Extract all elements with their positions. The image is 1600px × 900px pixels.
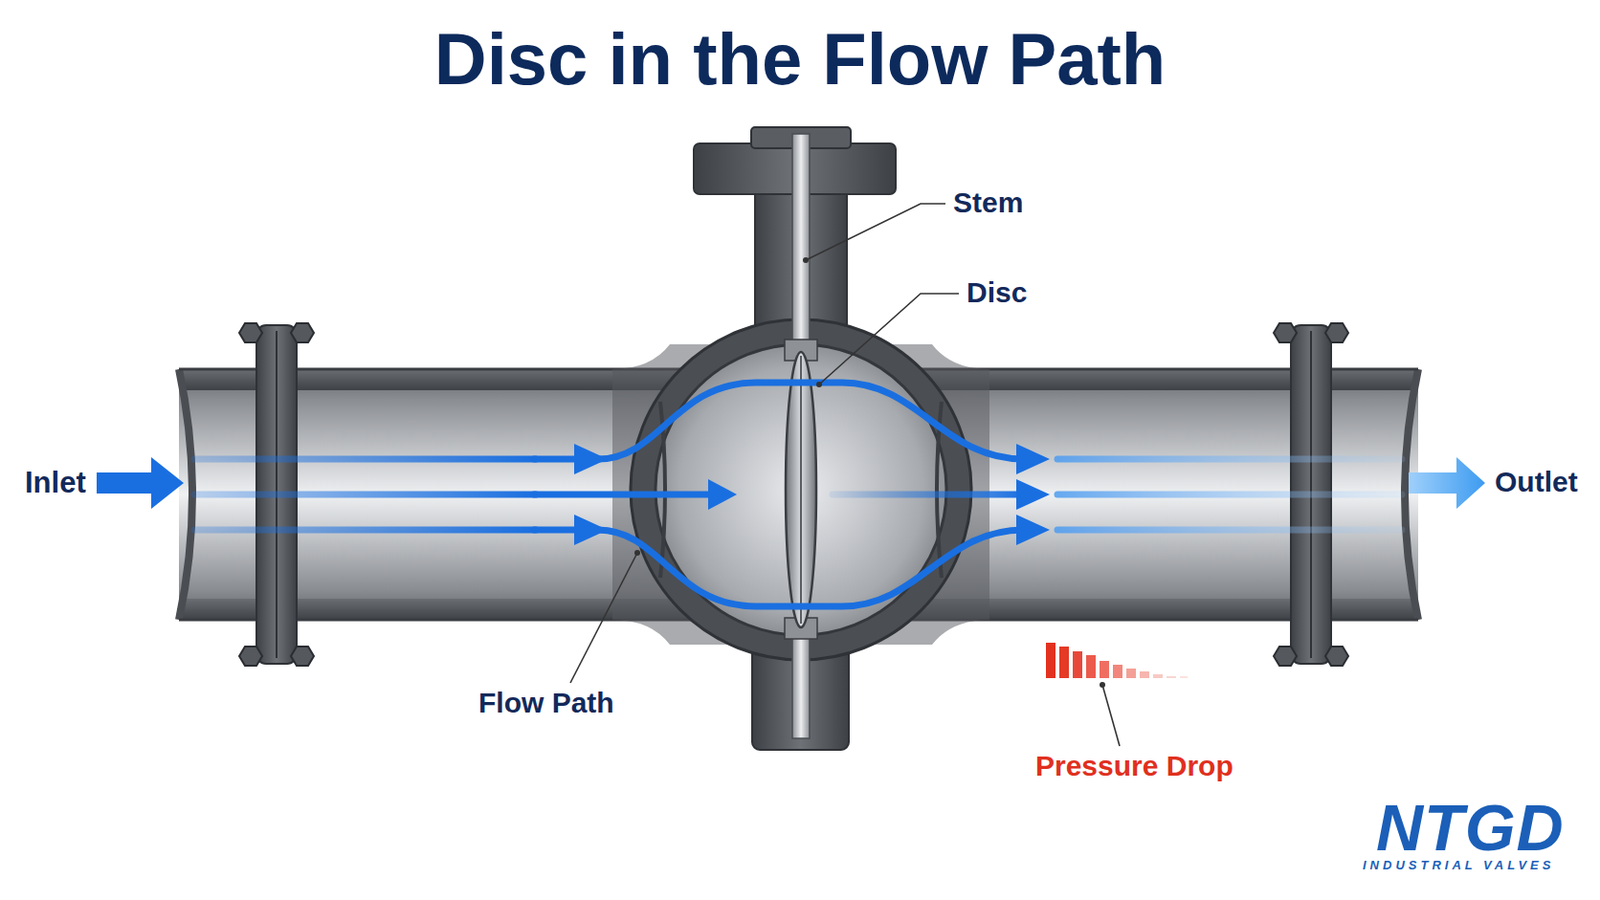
valve-disc xyxy=(785,352,817,628)
pressure-drop-bars xyxy=(1086,655,1096,679)
valve-disc xyxy=(800,355,802,624)
pressure-drop-label: Pressure Drop xyxy=(1035,750,1234,784)
pressure-drop-bars xyxy=(1045,643,1056,679)
flange-bolt xyxy=(1273,646,1297,667)
inlet-arrow xyxy=(96,457,184,510)
valve-stem xyxy=(792,133,810,356)
valve-body xyxy=(612,127,990,751)
pressure-drop-bars xyxy=(1139,671,1150,679)
part-label: Stem xyxy=(953,186,1023,221)
leader-dot xyxy=(1099,682,1106,689)
flow-line xyxy=(832,491,1024,499)
flow-line xyxy=(533,382,1024,460)
leader-dot xyxy=(634,550,641,556)
valve-disc xyxy=(785,352,817,628)
leader-dot xyxy=(802,257,809,264)
pipe xyxy=(178,369,193,621)
leader-line xyxy=(1102,685,1120,747)
flow-line xyxy=(194,456,536,464)
leader-dot xyxy=(634,257,1106,689)
diagram-title: Disc in the Flow Path xyxy=(0,17,1600,101)
pressure-drop-bars xyxy=(1179,676,1188,679)
flow-line xyxy=(194,527,536,534)
logo-text: NTGD xyxy=(1376,790,1565,866)
flow-line xyxy=(1057,456,1402,464)
flow-line xyxy=(194,491,536,499)
flange-bolt xyxy=(1325,646,1349,667)
logo-subtitle: INDUSTRIAL VALVES xyxy=(1362,859,1555,874)
leader-line xyxy=(819,293,959,385)
pressure-drop-bars xyxy=(1166,676,1177,679)
leader-line xyxy=(570,553,638,684)
leader-line xyxy=(805,203,946,261)
leader-line xyxy=(570,203,1120,747)
pressure-drop-bars xyxy=(1112,665,1123,679)
pressure-drop-bars xyxy=(1153,674,1163,679)
flow-line xyxy=(1057,491,1402,499)
flow-arrowhead xyxy=(1016,444,1050,475)
flow-arrowhead xyxy=(574,444,608,475)
part-label: Flow Path xyxy=(478,687,615,721)
inlet-label: Inlet xyxy=(24,466,87,501)
flange-bolt xyxy=(239,646,263,667)
pressure-drop-bars xyxy=(1045,643,1188,679)
flow-line xyxy=(1057,527,1402,534)
flange-bolt xyxy=(290,646,314,667)
pipe xyxy=(1404,369,1419,621)
outlet-label: Outlet xyxy=(1494,466,1578,500)
flow-arrowhead xyxy=(1016,479,1050,511)
leader-dot xyxy=(816,381,823,388)
outlet-arrow xyxy=(1408,457,1486,510)
flow-arrowhead xyxy=(708,479,737,511)
pressure-drop-bars xyxy=(1072,651,1083,679)
valve-stem xyxy=(784,133,818,739)
flow-line xyxy=(533,530,1024,607)
part-label: Disc xyxy=(966,276,1027,311)
flow-arrowhead xyxy=(574,514,608,546)
pressure-drop-bars xyxy=(1099,661,1110,679)
outlet-arrow xyxy=(1408,457,1486,510)
flange-bolt xyxy=(1325,323,1349,343)
flange-bolt xyxy=(1273,323,1297,343)
pressure-drop-bars xyxy=(1059,646,1069,679)
flow-arrowhead xyxy=(574,444,1050,546)
inlet-arrow xyxy=(96,457,184,510)
flow-arrowhead xyxy=(1016,514,1050,546)
flow-line xyxy=(533,491,713,499)
flange-bolt xyxy=(290,323,314,343)
flange-bolt xyxy=(239,323,263,343)
valve-stem xyxy=(792,623,810,739)
flow-line xyxy=(194,382,1402,607)
pressure-drop-bars xyxy=(1126,668,1136,679)
